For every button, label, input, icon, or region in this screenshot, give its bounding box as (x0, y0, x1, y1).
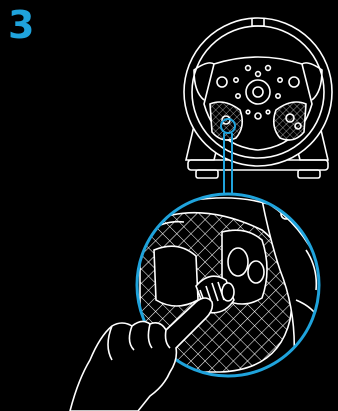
left-grip (210, 102, 242, 140)
racing-wheel-icon (184, 18, 332, 178)
button-cluster (154, 246, 198, 306)
right-grip (274, 102, 306, 140)
